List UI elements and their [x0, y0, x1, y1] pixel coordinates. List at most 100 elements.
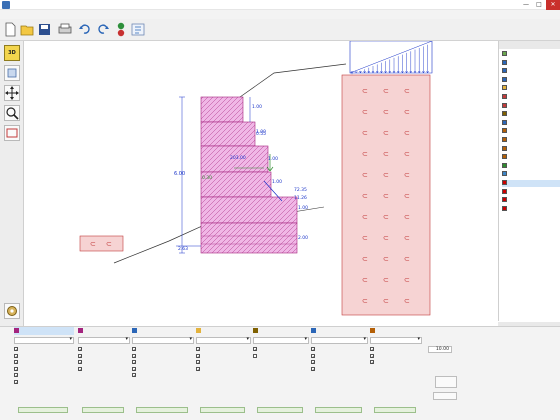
option-checkbox[interactable] [14, 353, 74, 361]
checkbox-box[interactable] [78, 347, 82, 351]
open-folder-icon[interactable] [20, 22, 35, 37]
save-settings-button[interactable] [433, 392, 457, 400]
checkbox-box[interactable] [78, 353, 82, 358]
frame-item-18[interactable] [502, 197, 560, 204]
column-header[interactable] [132, 327, 194, 335]
column-header[interactable] [196, 327, 251, 335]
option-checkbox[interactable] [78, 366, 130, 374]
column-action-button[interactable] [315, 407, 362, 413]
frame-item-15[interactable] [502, 171, 560, 178]
column-header[interactable] [370, 327, 422, 335]
style-select[interactable] [78, 337, 130, 344]
option-checkbox[interactable] [78, 353, 130, 361]
checkbox-box[interactable] [132, 366, 136, 371]
zoom-button[interactable] [4, 105, 20, 121]
style-select[interactable] [311, 337, 368, 344]
option-checkbox[interactable] [78, 360, 130, 367]
vtab-1[interactable] [2, 335, 10, 359]
frame-item-7[interactable] [502, 102, 560, 110]
frame-item-4[interactable] [502, 76, 560, 84]
checkbox-box[interactable] [132, 373, 136, 377]
style-select[interactable] [14, 337, 74, 344]
checkbox-box[interactable] [370, 360, 374, 364]
checkbox-box[interactable] [253, 353, 257, 358]
column-action-button[interactable] [18, 407, 68, 413]
checkbox-box[interactable] [132, 360, 136, 364]
zoom-extents-button[interactable] [4, 125, 20, 141]
new-file-icon[interactable] [4, 22, 16, 37]
column-header[interactable] [253, 327, 309, 335]
column-action-button[interactable] [200, 407, 245, 413]
checkbox-box[interactable] [311, 347, 315, 351]
style-select[interactable] [196, 337, 251, 344]
column-header[interactable] [14, 327, 74, 335]
frame-item-5[interactable] [502, 85, 560, 92]
column-header[interactable] [311, 327, 368, 335]
option-checkbox[interactable] [14, 366, 74, 374]
checkbox-box[interactable] [196, 366, 200, 371]
vtab-2[interactable] [2, 363, 10, 387]
frame-item-12[interactable] [502, 145, 560, 153]
drawing-canvas[interactable]: ⊂⊂⊂⊂⊂⊂⊂⊂⊂⊂⊂⊂⊂⊂⊂⊂⊂⊂⊂⊂⊂⊂⊂⊂⊂⊂⊂⊂⊂⊂⊂⊂⊂ ⊂⊂ 6.0… [24, 41, 498, 326]
checkbox-box[interactable] [196, 353, 200, 358]
frame-item-1[interactable] [502, 51, 560, 58]
default-button[interactable] [435, 376, 457, 388]
option-checkbox[interactable] [14, 373, 74, 380]
checkbox-box[interactable] [196, 360, 200, 364]
option-checkbox[interactable] [132, 360, 194, 367]
frame-item-13[interactable] [502, 154, 560, 161]
option-checkbox[interactable] [311, 347, 368, 354]
column-action-button[interactable] [136, 407, 188, 413]
add-stage-icon[interactable] [115, 22, 127, 37]
column-action-button[interactable] [257, 407, 303, 413]
style-select[interactable] [132, 337, 194, 344]
column-action-button[interactable] [374, 407, 416, 413]
option-checkbox[interactable] [311, 353, 368, 361]
save-icon[interactable] [38, 22, 52, 37]
column-header[interactable] [78, 327, 130, 335]
option-checkbox[interactable] [132, 353, 194, 361]
pan-button[interactable] [4, 85, 20, 101]
checkbox-box[interactable] [14, 353, 18, 358]
minimize-button[interactable]: — [523, 1, 529, 8]
option-checkbox[interactable] [196, 353, 251, 361]
frame-item-2[interactable] [502, 59, 560, 67]
frame-item-10[interactable] [502, 128, 560, 135]
checkbox-box[interactable] [132, 353, 136, 358]
option-checkbox[interactable] [78, 347, 130, 354]
option-checkbox[interactable] [14, 360, 74, 367]
frame-item-6[interactable] [502, 94, 560, 101]
frame-item-16[interactable] [502, 180, 560, 187]
frame-item-11[interactable] [502, 137, 560, 144]
option-checkbox[interactable] [196, 366, 251, 374]
checkbox-box[interactable] [370, 347, 374, 351]
maximize-button[interactable]: □ [536, 1, 542, 8]
checkbox-box[interactable] [14, 360, 18, 364]
frame-item-3[interactable] [502, 68, 560, 75]
print-icon[interactable] [57, 22, 73, 37]
settings-button[interactable] [4, 303, 20, 319]
style-select[interactable] [253, 337, 309, 344]
checkbox-box[interactable] [196, 347, 200, 351]
frame-item-17[interactable] [502, 188, 560, 196]
frame-item-19[interactable] [502, 205, 560, 213]
style-select[interactable] [370, 337, 422, 344]
option-checkbox[interactable] [370, 353, 422, 361]
column-action-button[interactable] [82, 407, 124, 413]
frame-item-9[interactable] [502, 119, 560, 127]
view-3d-button[interactable]: 3D [4, 45, 20, 61]
option-checkbox[interactable] [311, 360, 368, 367]
checkbox-box[interactable] [370, 353, 374, 358]
checkbox-box[interactable] [78, 360, 82, 364]
option-checkbox[interactable] [14, 347, 74, 354]
checkbox-box[interactable] [253, 347, 257, 351]
checkbox-box[interactable] [311, 360, 315, 364]
option-checkbox[interactable] [132, 366, 194, 374]
option-checkbox[interactable] [370, 360, 422, 367]
checkbox-box[interactable] [311, 366, 315, 371]
checkbox-box[interactable] [311, 353, 315, 358]
checkbox-box[interactable] [14, 366, 18, 371]
frame-item-8[interactable] [502, 111, 560, 118]
construction-stage-icon[interactable] [131, 22, 145, 37]
checkbox-box[interactable] [78, 366, 82, 371]
